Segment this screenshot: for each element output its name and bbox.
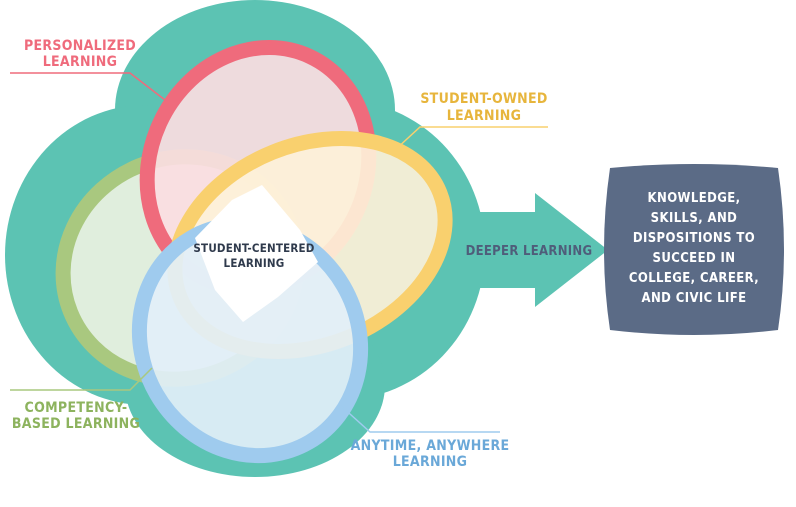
center-label: STUDENT-CENTERED LEARNING <box>193 241 314 270</box>
loop-anytime <box>131 216 369 464</box>
label-competency-line-1: COMPETENCY- <box>25 400 128 416</box>
label-competency-line-2: BASED LEARNING <box>12 416 140 432</box>
center-label-line-1: STUDENT-CENTERED <box>193 241 314 255</box>
leader-line-student-owned <box>394 126 548 151</box>
leader-line-anytime <box>339 404 500 433</box>
label-personalized-line-1: PERSONALIZED <box>24 38 136 54</box>
outcome-line-4: SUCCEED IN <box>653 251 736 266</box>
outcome-line-5: COLLEGE, CAREER, <box>629 271 759 286</box>
leader-lines <box>10 72 548 433</box>
deeper-learning-arrow: DEEPER LEARNING <box>440 193 608 307</box>
label-student-owned: STUDENT-OWNED LEARNING <box>420 91 547 124</box>
center-region <box>195 185 318 322</box>
label-competency: COMPETENCY- BASED LEARNING <box>12 400 140 432</box>
label-anytime-line-1: ANYTIME, ANYWHERE <box>351 438 510 454</box>
label-personalized: PERSONALIZED LEARNING <box>24 38 136 70</box>
center-label-line-2: LEARNING <box>224 256 285 270</box>
label-student-owned-line-1: STUDENT-OWNED <box>420 91 547 107</box>
outcome-line-2: SKILLS, AND <box>651 211 738 226</box>
arrow-label: DEEPER LEARNING <box>466 244 593 259</box>
leader-line-personalized <box>10 72 166 101</box>
label-anytime: ANYTIME, ANYWHERE LEARNING <box>351 438 510 470</box>
outcome-line-3: DISPOSITIONS TO <box>633 231 755 246</box>
leader-line-competency <box>10 367 153 391</box>
label-personalized-line-2: LEARNING <box>43 54 118 70</box>
label-anytime-line-2: LEARNING <box>393 454 468 470</box>
label-student-owned-line-2: LEARNING <box>447 108 522 124</box>
outcome-line-6: AND CIVIC LIFE <box>642 291 747 306</box>
outcome-line-1: KNOWLEDGE, <box>648 191 741 206</box>
outcome-box: KNOWLEDGE, SKILLS, AND DISPOSITIONS TO S… <box>604 164 784 335</box>
